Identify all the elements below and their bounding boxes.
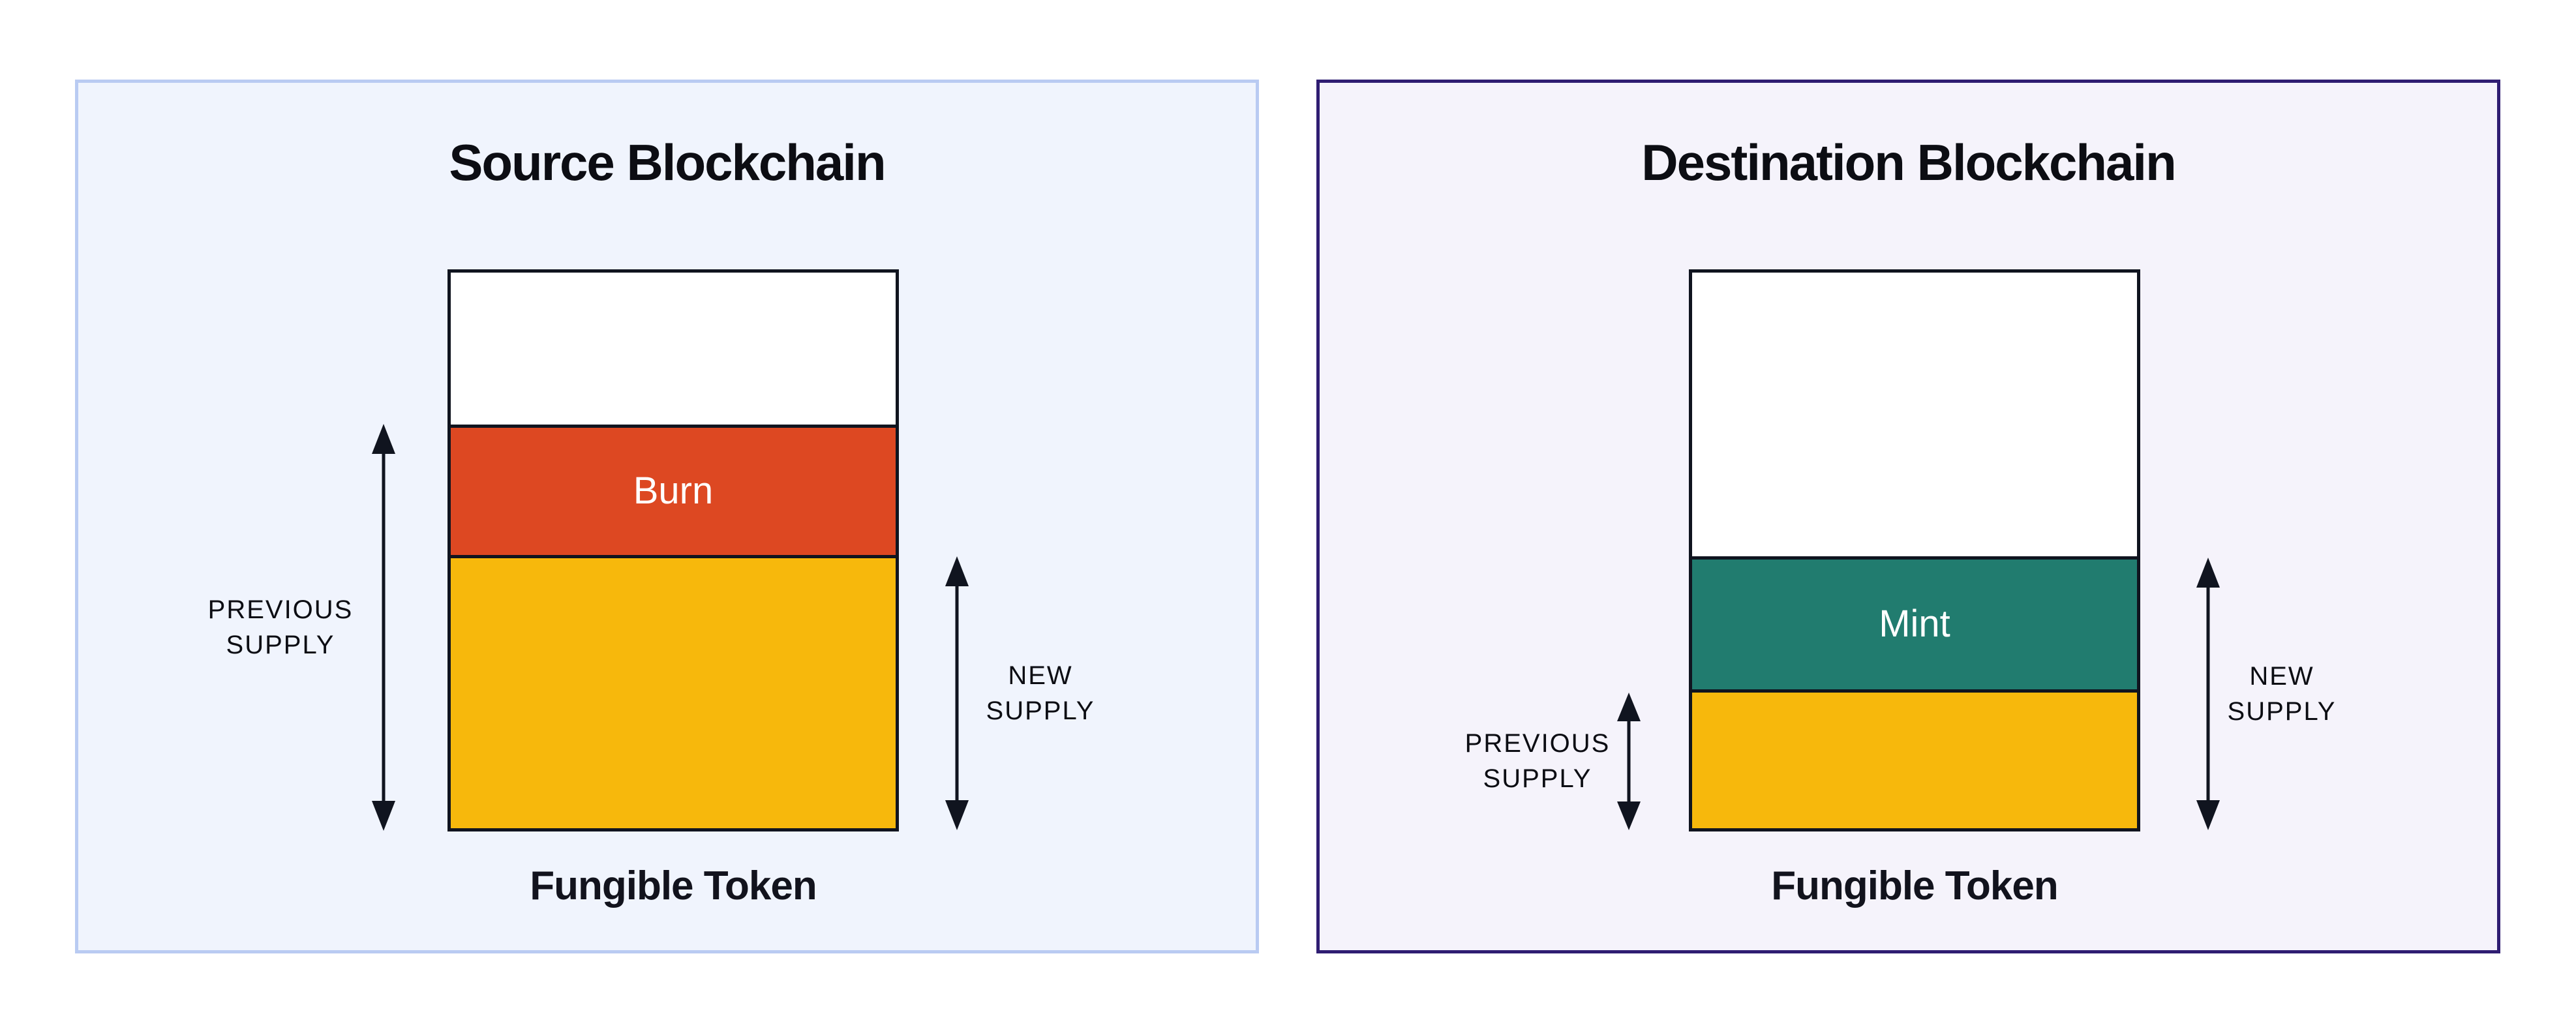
panel-destination-blockchain: Destination Blockchain Mint PREVIOUS SUP… — [1316, 80, 2500, 953]
mint-label: Mint — [1879, 603, 1950, 646]
source-segment-burn: Burn — [451, 424, 896, 555]
source-segment-headroom — [451, 273, 896, 425]
source-new-supply-label: NEW SUPPLY — [986, 661, 1095, 725]
destination-segment-headroom — [1692, 273, 2137, 556]
destination-fungible-token-label: Fungible Token — [1771, 863, 2059, 908]
destination-previous-supply-label: PREVIOUS SUPPLY — [1464, 729, 1611, 793]
burn-label: Burn — [633, 470, 714, 513]
destination-new-supply-label: NEW SUPPLY — [2227, 662, 2337, 726]
panel-source-blockchain: Source Blockchain Burn PREVIOUS SUPPLY N… — [75, 80, 1259, 953]
source-token-bar: Burn — [447, 269, 899, 831]
destination-token-bar: Mint — [1689, 269, 2140, 831]
source-previous-supply-label: PREVIOUS SUPPLY — [207, 595, 354, 659]
destination-segment-previous-supply — [1692, 689, 2137, 828]
source-previous-supply-arrow — [372, 424, 395, 831]
destination-panel-title: Destination Blockchain — [1641, 134, 2177, 191]
source-fungible-token-label: Fungible Token — [530, 863, 817, 908]
destination-previous-supply-arrow — [1617, 693, 1641, 830]
source-panel-title: Source Blockchain — [449, 134, 886, 191]
source-segment-remaining-supply — [451, 554, 896, 828]
destination-new-supply-arrow — [2196, 558, 2220, 830]
destination-segment-mint: Mint — [1692, 556, 2137, 689]
source-new-supply-arrow — [945, 556, 969, 830]
